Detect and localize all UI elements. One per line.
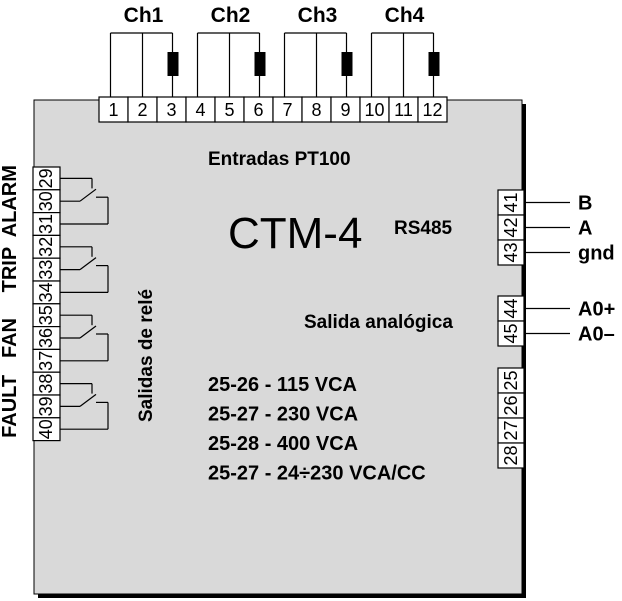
signal-label: A0– [578,324,615,346]
terminal-number: 3 [166,100,176,120]
pt100-sensor [341,52,353,76]
terminal-25 [497,367,525,394]
terminal-number: 33 [36,260,56,280]
channel-label: Ch4 [385,4,425,27]
terminal-number: 2 [137,100,147,120]
terminal-number: 39 [36,396,56,416]
relay-label-trip: TRIP [0,247,21,293]
inputs-label: Entradas PT100 [208,149,351,170]
terminal-number: 9 [340,100,350,120]
terminal-number: 35 [36,305,56,325]
signal-label: B [578,193,592,215]
terminal-number: 37 [36,351,56,371]
terminal-3 [156,96,187,123]
relay-label-fan: FAN [0,318,21,358]
device-body [33,99,523,595]
terminal-number: 43 [501,242,521,262]
terminal-number: 7 [282,100,292,120]
terminal-number: 30 [36,191,56,211]
terminal-43 [497,239,525,266]
channel-label: Ch1 [124,4,164,27]
pt100-sensor [167,52,179,76]
terminal-number: 28 [501,445,521,465]
signal-label: A0+ [578,299,615,321]
relay-contact [79,257,97,271]
terminal-number: 10 [364,100,384,120]
signal-label: A [578,218,592,240]
terminal-number: 42 [501,217,521,237]
terminal-28 [497,442,525,469]
terminal-number: 32 [36,237,56,257]
terminal-11 [388,96,419,123]
terminal-6 [243,96,274,123]
relay-contact [79,325,97,339]
terminal-number: 27 [501,420,521,440]
terminal-number: 1 [108,100,118,120]
terminal-number: 36 [36,328,56,348]
relay-contact [79,393,97,407]
terminal-number: 31 [36,214,56,234]
terminal-number: 34 [36,282,56,302]
analog-output-label: Salida analógica [304,312,453,333]
power-line: 25-28 - 400 VCA [208,433,358,455]
terminal-number: 11 [394,100,413,120]
terminal-number: 12 [422,100,442,120]
terminal-number: 25 [501,370,521,390]
power-line: 25-26 - 115 VCA [208,374,357,396]
terminal-number: 40 [36,419,56,439]
relay-label-alarm: ALARM [0,165,21,237]
pt100-sensor [254,52,266,76]
power-supply-legend: 25-26 - 115 VCA 25-27 - 230 VCA 25-28 - 40… [208,374,426,485]
terminal-number: 45 [501,323,521,343]
right-terminal-block: 41 B 42 A 43 gnd 44 A0+ 45 A0– 25 26 27 28 [497,189,615,469]
terminal-42 [497,214,525,241]
terminal-12 [417,96,448,123]
relay-contact [79,188,97,202]
terminal-number: 29 [36,168,56,188]
terminal-number: 41 [501,192,521,212]
comm-label: RS485 [394,218,453,239]
terminal-number: 5 [224,100,234,120]
terminal-1 [98,96,129,123]
terminal-number: 44 [501,298,521,318]
relay-outputs-label: Salidas de relé [136,289,157,422]
channel-label: Ch2 [211,4,251,27]
power-line: 25-27 - 24÷230 VCA/CC [208,463,426,485]
power-line: 25-27 - 230 VCA [208,404,358,426]
terminal-number: 8 [311,100,321,120]
terminal-number: 26 [501,395,521,415]
terminal-number: 4 [195,100,205,120]
relay-label-fault: FAULT [0,375,21,438]
terminal-27 [497,417,525,444]
pt100-sensor [428,52,440,76]
channel-label: Ch3 [298,4,338,27]
terminal-10 [359,96,390,123]
terminal-number: 6 [253,100,263,120]
signal-label: gnd [578,243,615,265]
terminal-4 [185,96,216,123]
terminal-number: 38 [36,374,56,394]
device-model: CTM-4 [228,209,362,258]
